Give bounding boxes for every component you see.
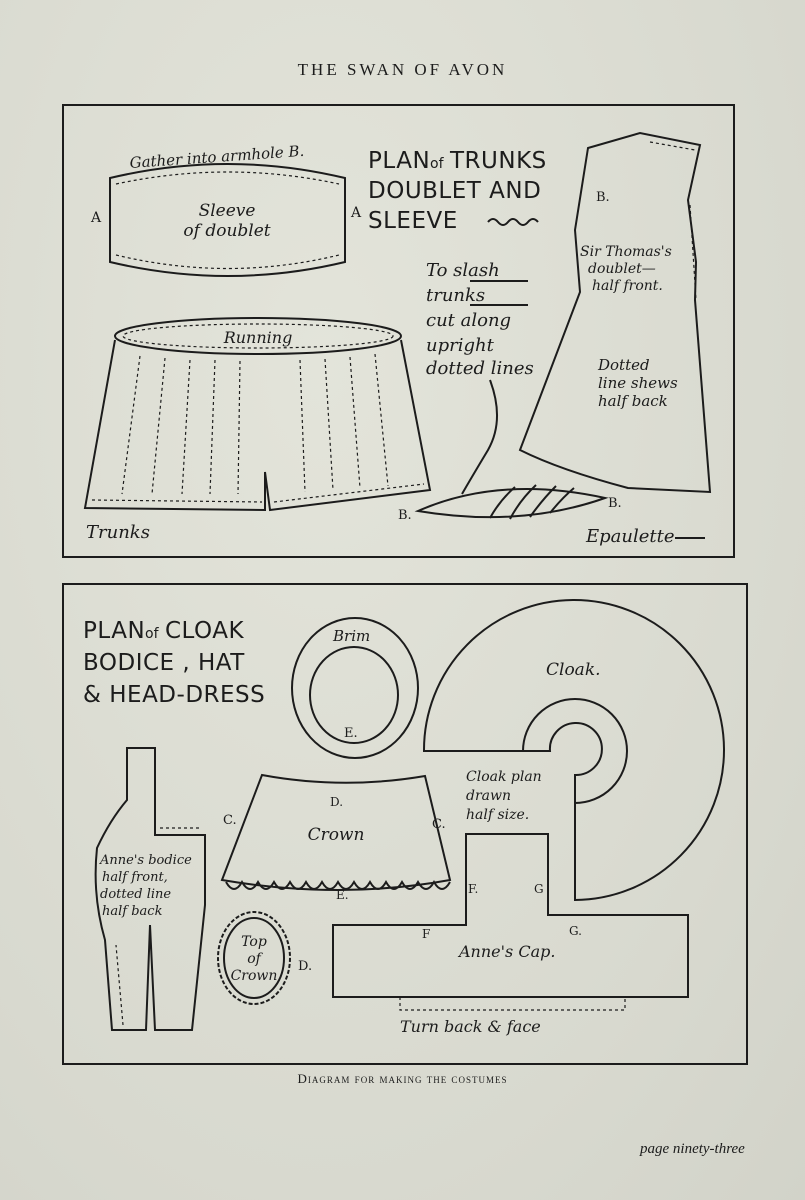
instruction-line-2: trunks	[426, 285, 485, 306]
doublet-note-3: half back	[598, 392, 668, 410]
cloak-note-3: half size.	[466, 807, 529, 823]
cloak-note-1: Cloak plan	[466, 769, 542, 785]
page-number: page ninety-three	[640, 1141, 745, 1157]
top-title-sleeve: SLEEVE	[368, 208, 458, 234]
crown-label: Crown	[308, 825, 365, 845]
instruction-line-3: cut along	[426, 310, 511, 331]
brim-inner	[309, 646, 399, 744]
top-panel-frame	[62, 104, 735, 558]
bodice-label-1: Anne's bodice	[99, 853, 192, 868]
doublet-label-1: Sir Thomas's	[580, 244, 672, 260]
cap-turnback-line	[399, 997, 626, 1011]
top-of-crown-label-3: Crown	[231, 968, 278, 984]
top-of-crown-frill	[217, 911, 291, 1005]
trunks-hem-left	[91, 499, 263, 503]
sleeve-label-2: of doublet	[183, 221, 270, 241]
epaulette-pattern: B. Epaulette	[414, 484, 705, 547]
crown-pattern: D. E. C. C. Crown	[220, 773, 452, 902]
doublet-label-3: half front.	[592, 278, 663, 294]
title-flourish	[487, 218, 539, 226]
doublet-note-2: line shews	[598, 374, 678, 392]
trunks-slash-lines	[121, 353, 389, 495]
bottom-title-bodice-hat: BODICE , HAT	[83, 650, 245, 676]
cap-turn-back-label: Turn back & face	[400, 1017, 541, 1036]
cap-pattern: F. G F G. Anne's Cap. Turn back & face	[332, 833, 689, 1036]
bottom-panel: PLAN of CLOAK BODICE , HAT & HEAD-DRESS …	[62, 583, 748, 1065]
figure-caption: Diagram for making the costumes	[297, 1071, 508, 1086]
top-title-trunks: TRUNKS	[449, 148, 547, 174]
top-of-crown-pattern: Top of Crown D.	[217, 911, 312, 1005]
bottom-panel-frame	[62, 583, 748, 1065]
bottom-title-cloak: CLOAK	[165, 618, 244, 644]
brim-point-e: E.	[344, 726, 358, 741]
trunks-label: Trunks	[86, 522, 150, 543]
cloak-label: Cloak.	[546, 660, 601, 680]
sleeve-point-a-right: A	[350, 205, 362, 221]
bottom-title-plan: PLAN	[83, 618, 145, 644]
sleeve-outline	[109, 163, 346, 277]
slash-instructions: To slash trunks cut along upright dotted…	[426, 260, 534, 495]
epaulette-label: Epaulette	[585, 526, 675, 547]
top-of-crown-label-2: of	[247, 951, 263, 967]
brim-label: Brim	[332, 627, 370, 645]
bodice-label-3: dotted line	[100, 887, 171, 902]
instruction-line-1: To slash	[426, 260, 500, 281]
trunks-point-b: B.	[398, 508, 412, 523]
top-of-crown-label-1: Top	[241, 934, 267, 950]
cap-point-f-lower: F	[422, 927, 430, 941]
instruction-leader-line	[461, 379, 499, 495]
top-title-plan: PLAN	[368, 148, 430, 174]
bodice-label-4: half back	[102, 904, 163, 919]
trunks-running-label: Running	[223, 328, 293, 347]
top-panel: PLAN of TRUNKS DOUBLET AND SLEEVE Gather…	[62, 104, 735, 558]
cap-point-g-upper: G	[534, 882, 544, 896]
crown-point-c-right: C.	[432, 817, 446, 832]
epaulette-outline	[414, 488, 609, 519]
top-title-of: of	[430, 156, 445, 172]
cloak-pattern: Cloak. Cloak plan drawn half size.	[422, 599, 725, 902]
sleeve-seam-line	[115, 254, 340, 270]
trunks-hem-right	[273, 483, 425, 503]
doublet-back-line	[689, 204, 697, 301]
epaulette-point-b: B.	[608, 496, 622, 511]
crown-point-d: D.	[330, 795, 343, 809]
cloak-collar-line	[522, 698, 628, 804]
doublet-outline	[518, 131, 712, 494]
trunks-running-line	[122, 323, 394, 349]
sleeve-gather-line	[115, 171, 340, 185]
bottom-title-headdress: & HEAD-DRESS	[83, 682, 265, 708]
doublet-label-2: doublet—	[588, 261, 656, 277]
cap-outline	[332, 833, 689, 998]
top-title-doublet: DOUBLET AND	[368, 178, 541, 204]
cloak-outline	[422, 599, 725, 902]
sleeve-pattern: Gather into armhole B. Sleeve of doublet…	[90, 142, 362, 277]
cap-point-f-upper: F.	[468, 882, 478, 896]
doublet-point-b: B.	[596, 190, 610, 205]
crown-point-c-left: C.	[223, 813, 237, 828]
doublet-pattern: B. Sir Thomas's doublet— half front. Dot…	[518, 131, 712, 494]
instruction-line-5: dotted lines	[426, 358, 534, 379]
bodice-label-2: half front,	[102, 870, 168, 885]
cap-point-g-lower: G.	[569, 924, 582, 938]
cloak-note-2: drawn	[466, 788, 511, 804]
bodice-pattern: Anne's bodice half front, dotted line ha…	[94, 747, 206, 1031]
running-head: THE SWAN OF AVON	[297, 60, 508, 79]
crown-point-e: E.	[336, 888, 349, 902]
bottom-title-of: of	[145, 626, 160, 642]
brim-outer	[291, 617, 419, 759]
trunks-pattern: Running Trunks B.	[83, 317, 432, 543]
instruction-line-4: upright	[426, 335, 495, 356]
trunks-outline	[83, 339, 432, 512]
brim-pattern: Brim E.	[291, 617, 419, 759]
trunks-waistband	[114, 317, 402, 355]
sleeve-label-1: Sleeve	[199, 201, 256, 221]
top-of-crown-outline	[223, 917, 285, 999]
crown-frill	[225, 879, 451, 890]
sleeve-point-a-left: A	[90, 210, 102, 226]
bodice-outline	[94, 747, 206, 1031]
doublet-note-1: Dotted	[597, 356, 650, 374]
cap-label: Anne's Cap.	[457, 942, 555, 961]
top-of-crown-point-d: D.	[298, 959, 312, 974]
